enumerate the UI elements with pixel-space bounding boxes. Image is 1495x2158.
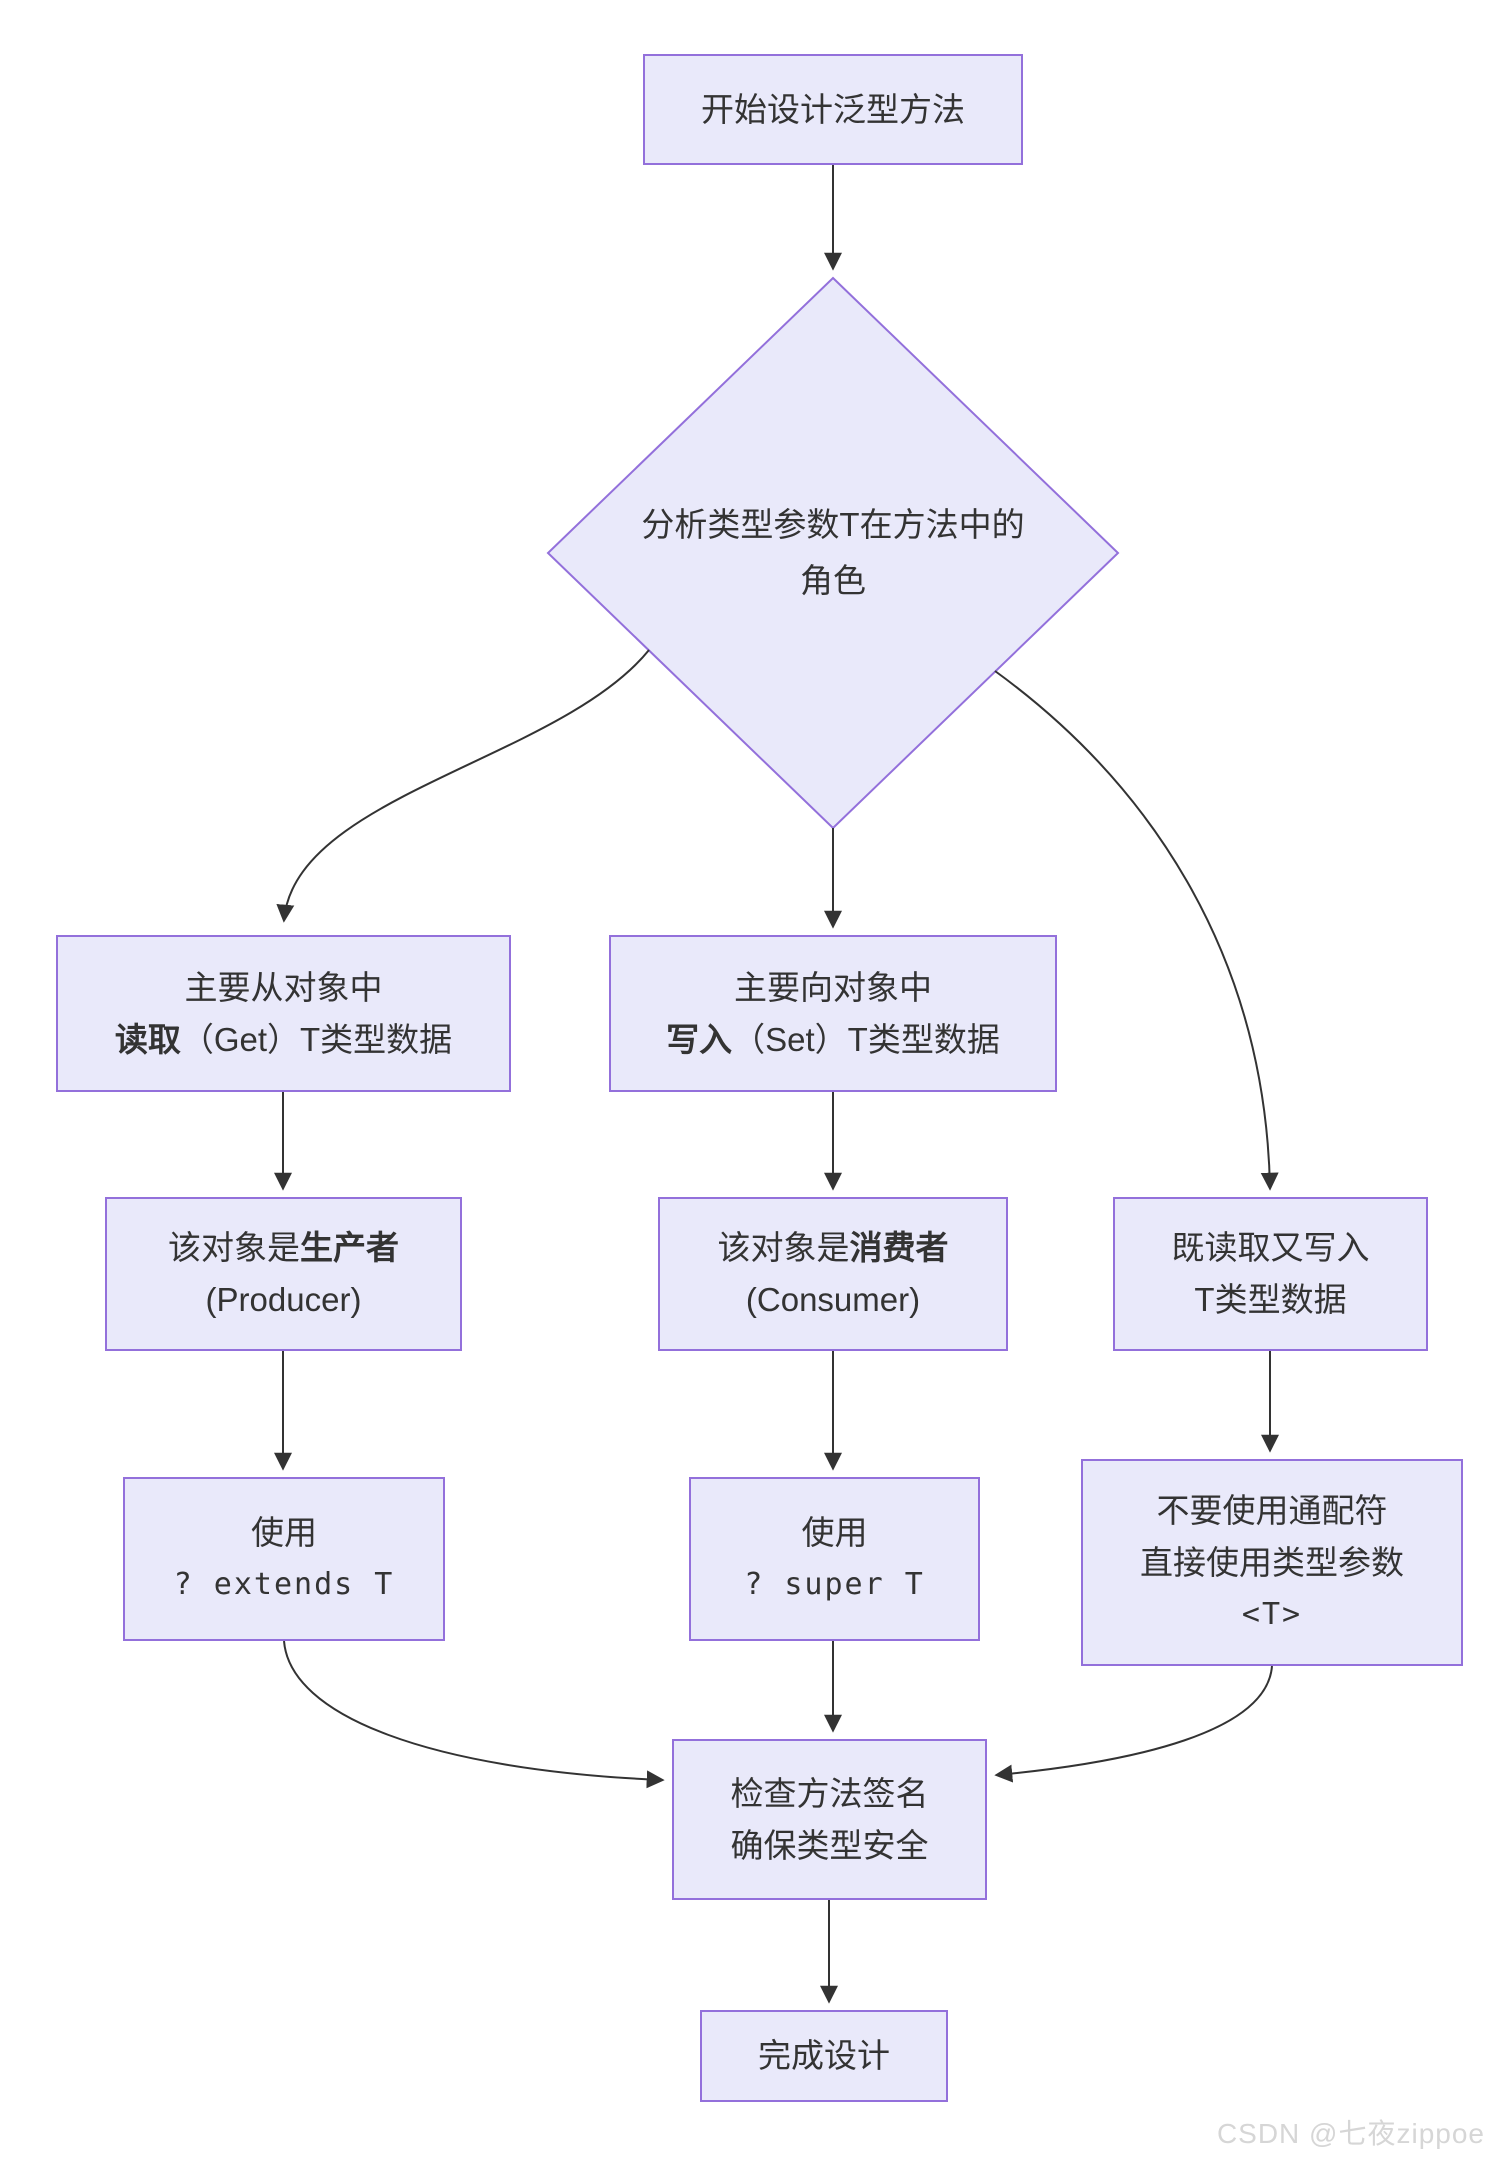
node-start-label: 开始设计泛型方法 (701, 90, 965, 128)
node-consumer: 该对象是消费者 (Consumer) (658, 1197, 1008, 1351)
node-decision-label: 分析类型参数T在方法中的 角色 (593, 493, 1073, 613)
edge-nowildcard-to-check (994, 1665, 1273, 1783)
node-get: 主要从对象中 读取（Get）T类型数据 (56, 935, 511, 1092)
node-nowildcard-line2: 直接使用类型参数 (1140, 1543, 1404, 1581)
decision-line1: 分析类型参数T在方法中的 (641, 506, 1025, 543)
node-readwrite: 既读取又写入 T类型数据 (1113, 1197, 1428, 1351)
node-nowildcard-line1: 不要使用通配符 (1156, 1491, 1388, 1529)
node-producer-line1-bold: 生产者 (300, 1229, 399, 1266)
node-use-super-code: ? super T (744, 1567, 925, 1602)
node-check-line1: 检查方法签名 (730, 1774, 929, 1812)
edge-decision-to-readwrite (994, 670, 1279, 1191)
node-set: 主要向对象中 写入（Set）T类型数据 (609, 935, 1057, 1092)
node-get-line2-bold: 读取 (114, 1020, 181, 1058)
csdn-watermark: CSDN @七夜zippoe (1216, 2118, 1485, 2149)
node-start: 开始设计泛型方法 (643, 54, 1023, 165)
node-use-extends-code: ? extends T (173, 1567, 395, 1602)
decision-line2: 角色 (800, 562, 866, 599)
node-nowildcard: 不要使用通配符 直接使用类型参数 <T> (1081, 1459, 1463, 1666)
node-done: 完成设计 (700, 2010, 948, 2102)
node-producer-line2: (Producer) (205, 1281, 362, 1318)
edge-decision-to-get (276, 649, 650, 923)
node-producer-line1: 该对象是生产者 (168, 1222, 399, 1274)
node-consumer-line2: (Consumer) (745, 1281, 921, 1318)
edge-extends-to-check (283, 1640, 665, 1789)
node-use-super: 使用 ? super T (689, 1477, 980, 1641)
node-get-line2-rest: （Get）T类型数据 (180, 1020, 453, 1058)
node-producer-line1-pre: 该对象是 (168, 1229, 300, 1266)
node-check: 检查方法签名 确保类型安全 (672, 1739, 987, 1900)
node-set-line2: 写入（Set）T类型数据 (666, 1014, 1000, 1066)
node-set-line2-bold: 写入 (666, 1020, 733, 1058)
node-set-line1: 主要向对象中 (734, 968, 932, 1006)
node-readwrite-line1: 既读取又写入 (1171, 1229, 1370, 1266)
node-producer: 该对象是生产者 (Producer) (105, 1197, 462, 1351)
node-consumer-line1-bold: 消费者 (849, 1229, 949, 1266)
node-nowildcard-code: <T> (1241, 1596, 1303, 1632)
node-readwrite-line2: T类型数据 (1194, 1281, 1347, 1318)
node-use-extends: 使用 ? extends T (123, 1477, 445, 1641)
node-consumer-line1-pre: 该对象是 (717, 1229, 850, 1266)
node-check-line2: 确保类型安全 (730, 1826, 929, 1864)
node-consumer-line1: 该对象是消费者 (718, 1222, 949, 1274)
node-done-label: 完成设计 (758, 2037, 890, 2074)
node-set-line2-rest: （Set）T类型数据 (732, 1020, 1000, 1058)
node-get-line1: 主要从对象中 (184, 968, 383, 1006)
node-use-super-line1: 使用 (801, 1514, 868, 1551)
node-get-line2: 读取（Get）T类型数据 (115, 1014, 452, 1066)
node-use-extends-line1: 使用 (251, 1514, 317, 1551)
